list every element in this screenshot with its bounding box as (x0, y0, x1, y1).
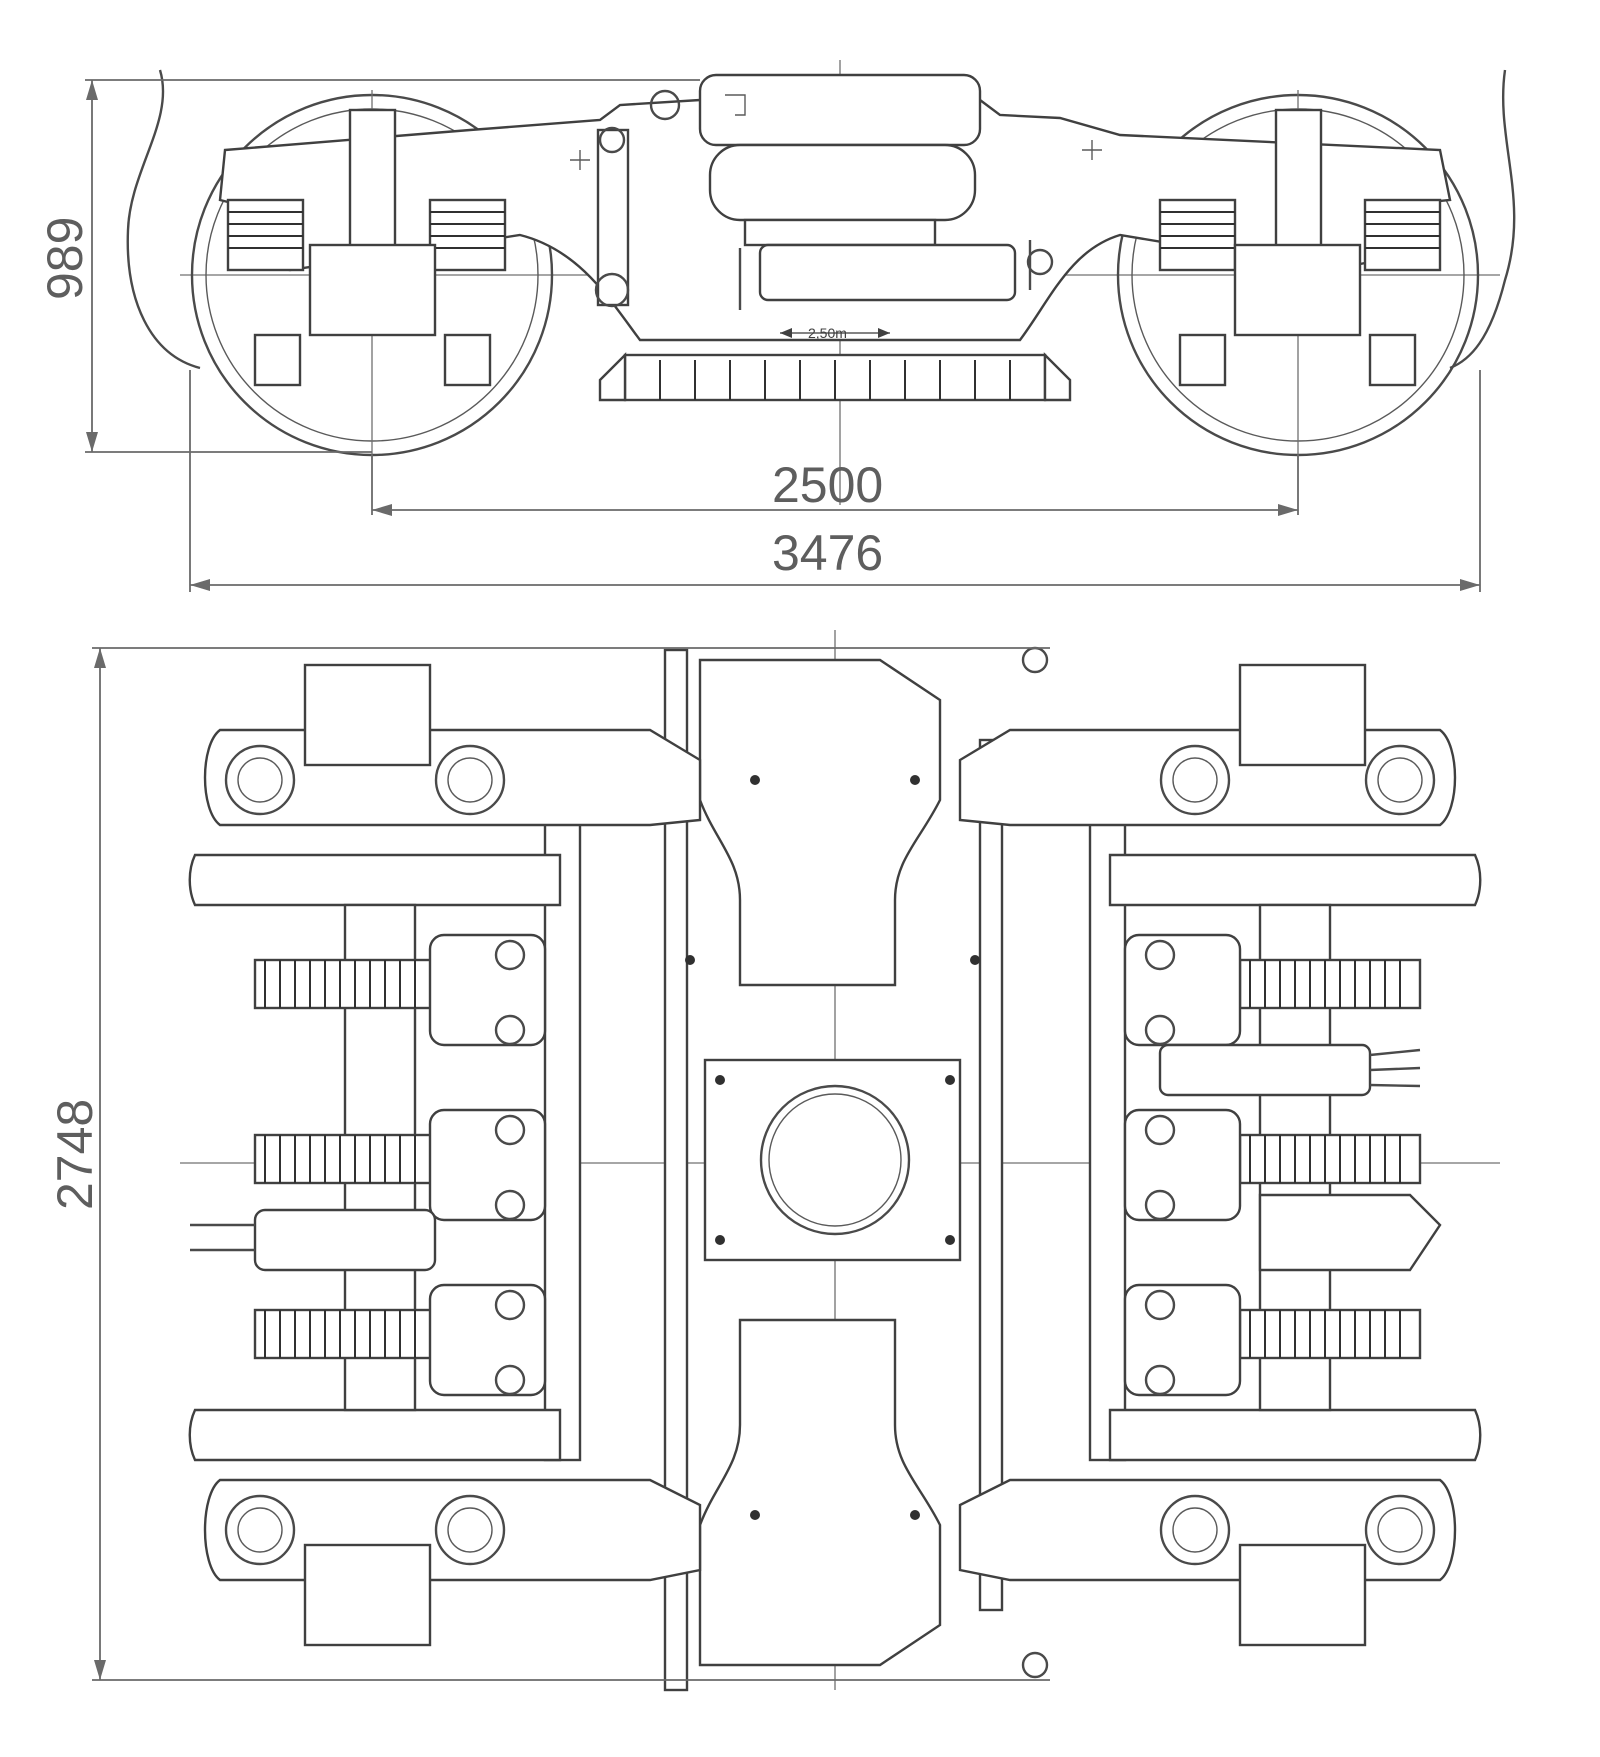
left-hose (126, 69, 201, 370)
right-hose (1449, 69, 1516, 370)
air-reservoir (649, 73, 1017, 302)
pivot-center (759, 1084, 911, 1236)
left-spring-group (226, 108, 507, 387)
plan-wheels (188, 853, 1482, 1462)
bolster-body (698, 658, 942, 987)
dimension-989: 989 (37, 79, 700, 453)
dimension-2748-label: 2748 (47, 1099, 103, 1210)
brake-calipers (428, 933, 1242, 1397)
side-beam-bottom (203, 1478, 1457, 1647)
dimension-2500-label: 2500 (772, 457, 883, 513)
lower-beam (598, 352, 1072, 402)
dimension-2748: 2748 (47, 647, 1050, 1681)
center-label-group: 2,50m (780, 325, 890, 341)
dimension-3476: 3476 (189, 370, 1481, 592)
reference-marks (570, 140, 1102, 170)
crossbar-left (663, 648, 689, 1692)
frame-rail-left (543, 818, 582, 1462)
bolster-body-lower (698, 1318, 942, 1667)
cable-assembly-left (190, 1208, 437, 1272)
dimension-989-label: 989 (37, 217, 93, 300)
bolt-markers (685, 775, 980, 1520)
crossbar-right (978, 738, 1004, 1612)
side-view: 2,50m (126, 60, 1516, 505)
center-label: 2,50m (808, 325, 847, 341)
end-knob-bottom (1021, 1651, 1049, 1679)
brake-linkage (594, 126, 1054, 310)
right-spring-group (1158, 108, 1442, 387)
pivot-plate (703, 1058, 962, 1262)
side-beam-top (203, 663, 1457, 827)
dimension-3476-label: 3476 (772, 525, 883, 581)
dimension-2500: 2500 (371, 455, 1299, 516)
brake-discs-right (1238, 958, 1422, 1360)
cable-assembly-right (1158, 1043, 1442, 1272)
plan-view (180, 630, 1500, 1692)
frame-rail-right (1088, 818, 1127, 1462)
end-knob-top (1021, 646, 1049, 674)
